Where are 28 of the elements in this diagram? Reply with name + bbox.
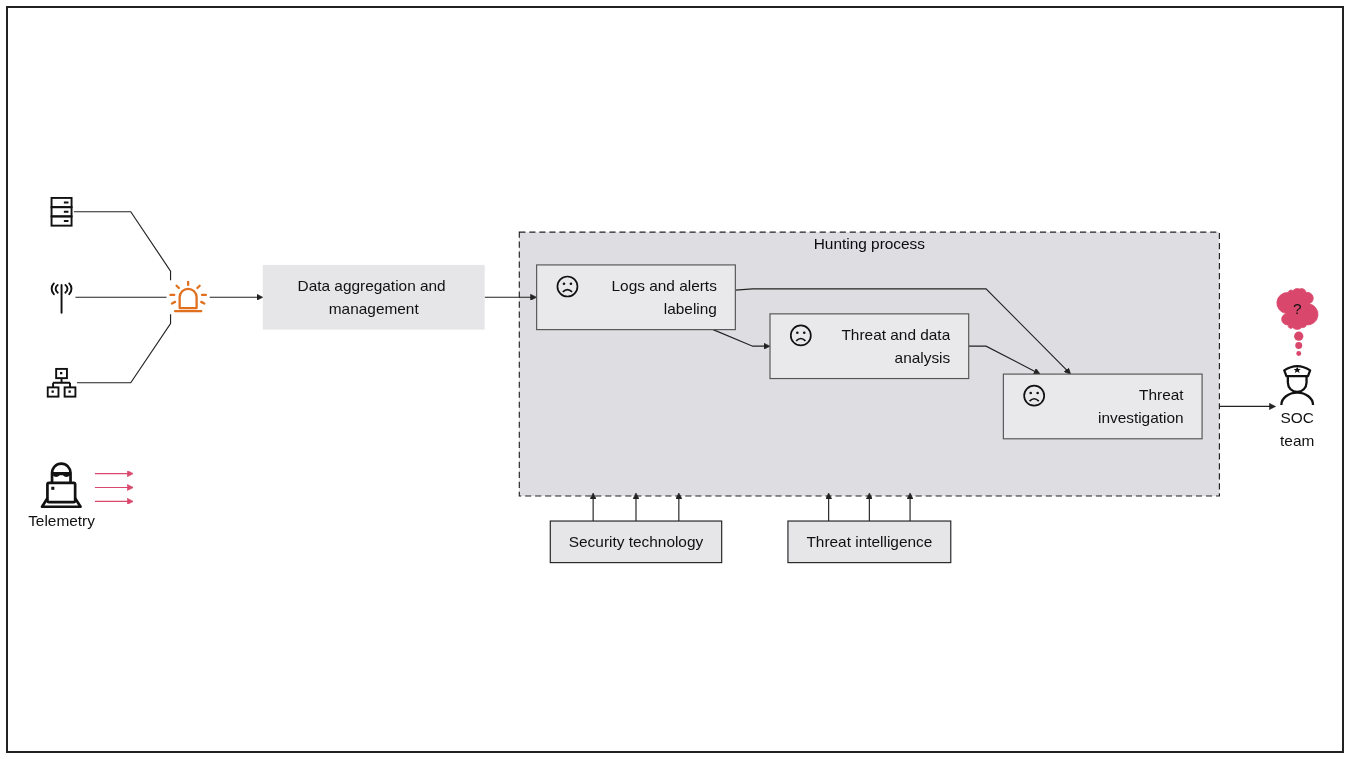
- arrow: [865, 492, 873, 522]
- connector-line: [73, 211, 172, 281]
- arrow: [484, 293, 537, 301]
- node-label: Telemetry: [28, 512, 95, 530]
- node-label: SOC team: [1279, 408, 1316, 452]
- arrow: [94, 498, 134, 505]
- arrow: [209, 293, 264, 301]
- arrow: [968, 345, 1041, 375]
- node-label: Data aggregation and management: [297, 277, 447, 318]
- arrow: [675, 492, 683, 522]
- node-label: Security technology: [568, 533, 704, 551]
- arrow: [906, 492, 914, 522]
- node-label: Threat intelligence: [806, 533, 933, 551]
- arrow: [94, 484, 134, 491]
- arrow: [825, 492, 833, 522]
- connector-line: [76, 313, 172, 384]
- node-label: Threat and data analysis: [840, 325, 951, 369]
- node-label: ?: [1292, 300, 1302, 318]
- arrow: [1218, 403, 1276, 410]
- connector-line: [74, 296, 168, 298]
- group-title: Hunting process: [813, 235, 925, 253]
- arrow: [712, 329, 771, 350]
- arrow: [94, 470, 134, 478]
- node-label: Threat investigation: [1096, 385, 1184, 429]
- arrow: [589, 492, 597, 522]
- arrow: [632, 492, 640, 522]
- server-icon: [49, 196, 74, 228]
- node-label: Logs and alerts labeling: [610, 276, 717, 320]
